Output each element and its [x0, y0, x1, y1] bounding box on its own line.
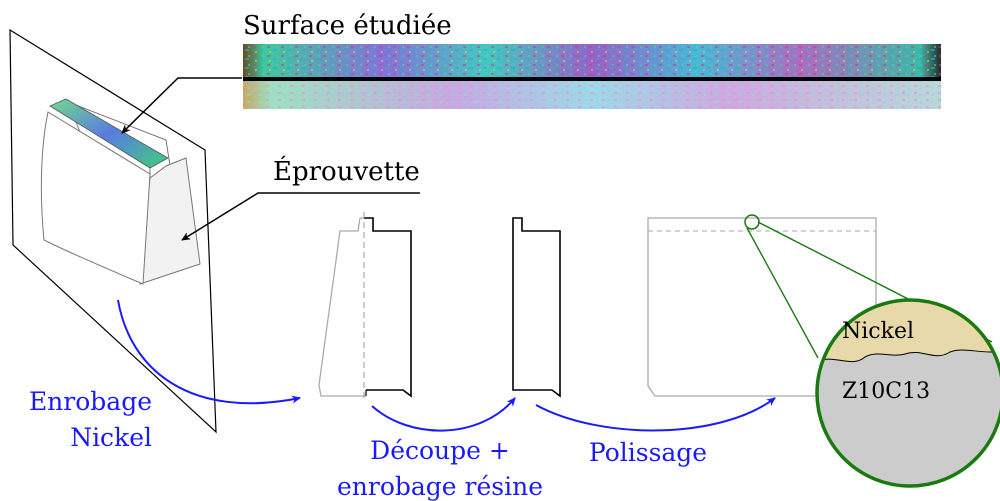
specimen-top-surface — [49, 98, 169, 169]
surface-label: Surface étudiée — [243, 11, 452, 41]
specimen-front — [40, 111, 151, 285]
step1-label-line2: Nickel — [70, 423, 152, 452]
zoom-circle — [815, 298, 1000, 488]
layer-nickel-label: Nickel — [842, 319, 914, 344]
eprouvette-leader — [181, 192, 420, 241]
step2-label-line1: Découpe + — [370, 436, 510, 465]
specimen-3d — [9, 28, 217, 434]
layer-steel-label: Z10C13 — [842, 379, 930, 404]
zoom-spot — [744, 214, 760, 230]
profile-enrobage — [318, 212, 412, 398]
step3-label: Polissage — [589, 438, 707, 467]
surface-image — [243, 44, 941, 109]
process-arrows — [117, 299, 776, 432]
step1-label-line1: Enrobage — [29, 387, 152, 416]
surface-leader — [121, 77, 242, 134]
surface-strip-divider — [243, 77, 941, 81]
zoom-detail: Nickel Z10C13 — [815, 298, 1000, 488]
arrow-enrobage — [117, 299, 301, 405]
surface-label-group: Surface étudiée — [121, 11, 452, 134]
cutting-plane — [9, 28, 217, 434]
arrow-decoupe — [371, 397, 516, 432]
profile-decoupe — [512, 217, 561, 398]
eprouvette-label-group: Éprouvette — [181, 155, 420, 241]
step-labels: Enrobage Nickel Découpe + enrobage résin… — [29, 387, 707, 501]
arrow-polissage — [535, 397, 776, 432]
eprouvette-label: Éprouvette — [273, 155, 420, 187]
step2-label-line2: enrobage résine — [337, 472, 543, 501]
